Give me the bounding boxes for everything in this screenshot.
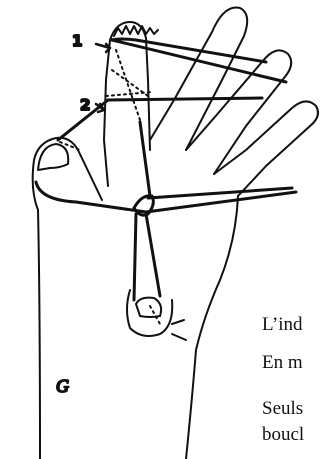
loop-2 [108,98,262,100]
palm-edge [186,196,238,459]
dotted-guides [60,50,160,324]
label-g: G [56,376,69,396]
label-1: 1 [72,32,82,50]
little-finger [214,101,318,196]
middle-finger [150,8,247,151]
dotted-5 [150,306,160,324]
serrated-tip [114,26,158,36]
hand-outline [33,8,318,459]
dotted-1 [116,50,140,120]
thumb-nail [38,144,68,170]
text-line-4: boucl [262,424,304,446]
text-line-3: Seuls [262,398,303,420]
loop-down-left [134,214,136,300]
text-line-2: En m [262,352,303,374]
string-loops [36,39,296,300]
thumb [33,138,102,459]
folded-finger-nail [136,298,161,317]
palm-crease [172,320,186,340]
text-line-1: L’ind [262,314,302,336]
loop-fold [140,122,150,196]
loop-down-right [146,214,160,296]
arrow-1 [96,44,110,52]
label-2: 2 [80,96,90,114]
dotted-3 [106,92,152,96]
